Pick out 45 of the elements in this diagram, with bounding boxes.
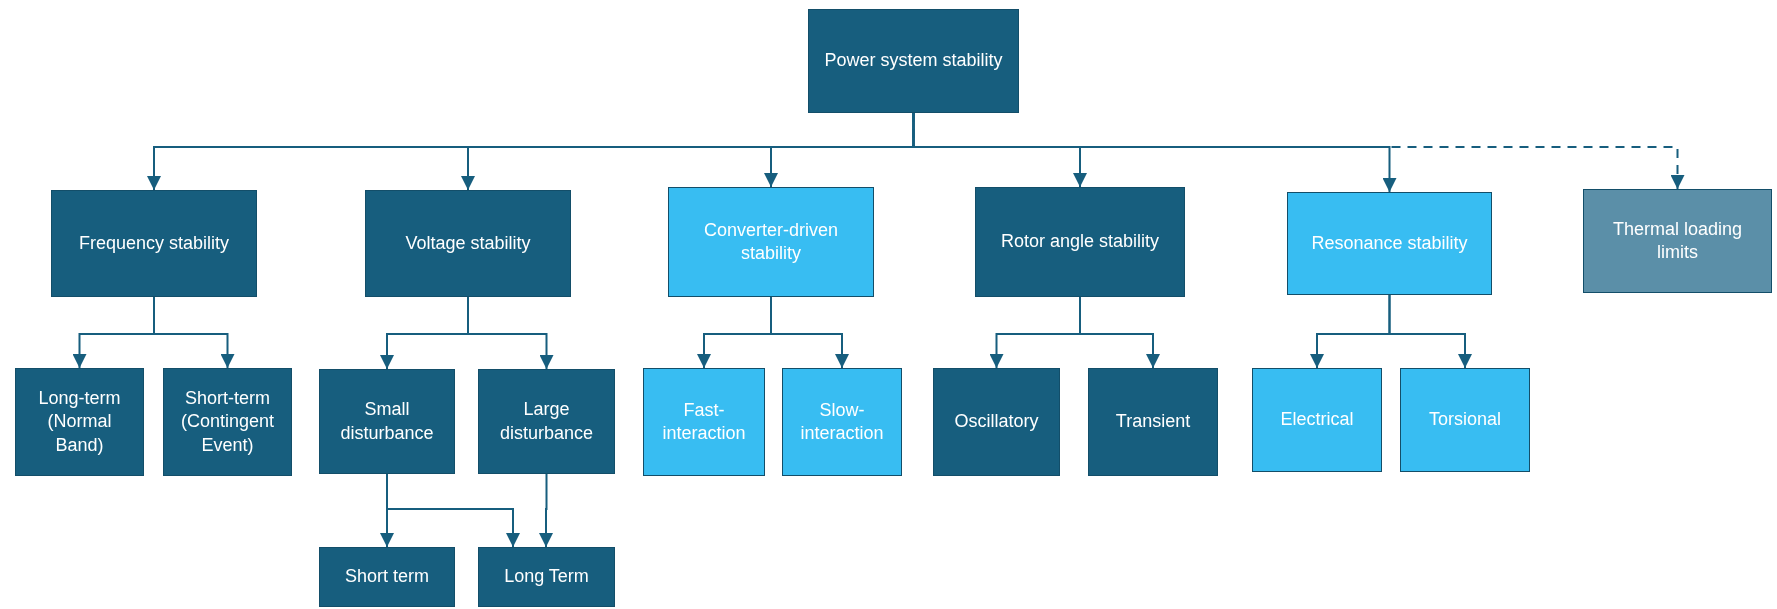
category-box (51, 190, 257, 297)
category-box (478, 547, 615, 607)
box-label: Converter-driven stability (702, 218, 840, 265)
box-label: Fast-interaction (661, 398, 747, 445)
category-box (1583, 189, 1772, 293)
arrow (1388, 294, 1472, 369)
arrow (770, 296, 849, 369)
box-label: Long Term (504, 565, 589, 589)
box-label: Short-term (Contingent Event) (179, 386, 276, 457)
box-label: Torsional (1428, 408, 1501, 432)
box-label: Rotor angle stability (1000, 230, 1160, 254)
category-box (808, 9, 1019, 113)
category-box (1400, 368, 1530, 472)
box-label: Oscillatory (954, 410, 1039, 434)
arrow (386, 473, 520, 548)
box-label: Resonance stability (1311, 231, 1468, 255)
box-label: Large disturbance (498, 398, 595, 445)
category-box (1088, 368, 1218, 476)
box-label: Power system stability (824, 49, 1003, 73)
arrow (1079, 296, 1160, 369)
category-box (319, 369, 455, 474)
box-label: Transient (1115, 410, 1191, 434)
category-box (15, 368, 144, 476)
category-box (319, 547, 455, 607)
category-box (163, 368, 292, 476)
box-label: Voltage stability (405, 231, 531, 255)
category-box (668, 187, 874, 297)
box-label: Long-term (Normal Band) (37, 386, 122, 457)
box-label: Small disturbance (339, 398, 435, 445)
category-box (933, 368, 1060, 476)
category-box (478, 369, 615, 474)
box-label: Electrical (1280, 408, 1354, 432)
category-box (1287, 192, 1492, 295)
category-box (782, 368, 902, 476)
category-box (643, 368, 765, 476)
box-label: Short term (345, 565, 429, 589)
arrow (153, 296, 235, 369)
box-label: Thermal loading limits (1611, 217, 1744, 264)
category-box (1252, 368, 1382, 472)
box-label: Frequency stability (78, 231, 230, 255)
arrow (539, 473, 553, 548)
arrow (467, 296, 554, 370)
category-box (365, 190, 571, 297)
category-box (975, 187, 1185, 297)
box-label: Slow-interaction (799, 398, 885, 445)
